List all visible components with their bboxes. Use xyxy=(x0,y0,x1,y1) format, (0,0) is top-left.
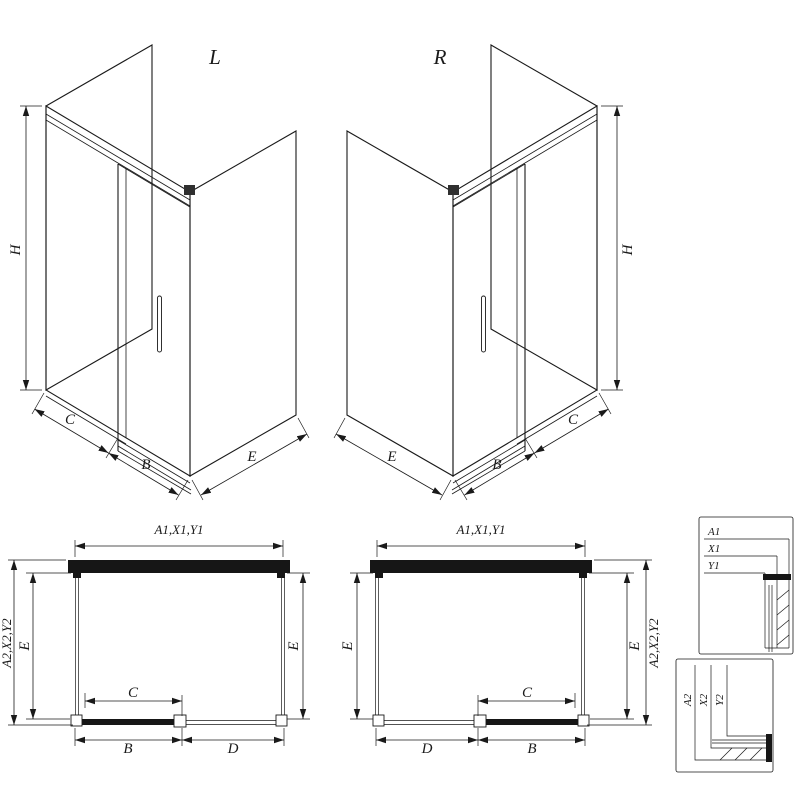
profile-cap xyxy=(766,734,772,762)
wall-profile-nub xyxy=(73,573,81,578)
sliding-door-plan xyxy=(75,719,182,725)
view-label-left: L xyxy=(208,45,221,69)
detail-box xyxy=(675,658,774,773)
rail-corner-cap xyxy=(184,185,195,195)
back-side-glass-panel xyxy=(45,44,153,391)
dimension-lines xyxy=(20,105,310,501)
detail-box xyxy=(698,516,794,655)
detail-label-a2: A2 xyxy=(682,693,694,707)
bottom-profile xyxy=(45,395,127,445)
iso-left-view: L H C B E xyxy=(8,44,310,501)
right-side-glass-panel xyxy=(189,130,297,477)
dim-label-fixed: D xyxy=(421,741,433,757)
plan-geometry-mirrored xyxy=(350,540,652,746)
plan-geometry xyxy=(8,540,310,746)
wall-profile-section xyxy=(712,734,772,762)
detail-label-y2: Y2 xyxy=(714,694,726,706)
dim-label-depth: A2,X2,Y2 xyxy=(0,618,14,669)
detail-depth-profile: A2 X2 Y2 xyxy=(675,658,774,773)
iso-right-view: R H E B C xyxy=(334,45,636,500)
door-overlap-bracket xyxy=(173,714,187,728)
dim-label-door: B xyxy=(141,457,150,473)
profile-cap xyxy=(763,574,791,580)
front-face-panel xyxy=(45,105,191,477)
iso-enclosure-geometry xyxy=(20,44,310,501)
dim-label-door: B xyxy=(123,741,132,757)
dim-label-side: E xyxy=(246,449,256,465)
dim-label-door: B xyxy=(492,457,501,473)
dim-label-width: A1,X1,Y1 xyxy=(455,522,505,537)
dim-label-door: B xyxy=(527,741,536,757)
dim-label-width: A1,X1,Y1 xyxy=(153,522,203,537)
dim-label-side-left: E xyxy=(17,641,33,651)
plan-dimension-lines xyxy=(8,540,310,746)
dim-door-line xyxy=(108,452,179,496)
plan-right-view: A1,X1,Y1 E E A2,X2,Y2 C D B xyxy=(340,522,661,757)
dim-label-side: E xyxy=(386,449,396,465)
top-rail xyxy=(45,113,195,207)
side-glass-panels xyxy=(75,573,285,716)
dim-label-fixed: C xyxy=(568,412,579,428)
wall-profile-section xyxy=(763,539,791,652)
corner-profile xyxy=(70,714,83,727)
dim-label-side-right: E xyxy=(286,641,302,651)
plan-left-view: A1,X1,Y1 A2,X2,Y2 E E C B D xyxy=(0,522,310,757)
dim-label-fixed: D xyxy=(227,741,239,757)
dim-side-line xyxy=(200,433,308,496)
dim-label-opening: C xyxy=(128,685,139,701)
door-handle xyxy=(157,295,162,353)
dim-fixed-line xyxy=(34,408,109,454)
dim-label-height: H xyxy=(8,243,24,256)
dim-label-fixed: C xyxy=(65,412,76,428)
view-label-right: R xyxy=(433,45,447,69)
corner-profile xyxy=(275,714,288,727)
detail-width-profile: A1 X1 Y1 xyxy=(698,516,794,655)
dim-label-height: H xyxy=(620,243,636,256)
wall-profile-nub xyxy=(277,573,285,578)
iso-enclosure-geometry-mirrored xyxy=(334,45,623,500)
detail-label-y1: Y1 xyxy=(708,560,720,572)
detail-label-x2: X2 xyxy=(698,693,710,707)
wall-profile-bar xyxy=(68,560,290,573)
dim-label-opening: C xyxy=(522,685,533,701)
detail-label-x1: X1 xyxy=(707,543,720,555)
sliding-door xyxy=(45,163,192,495)
detail-label-a1: A1 xyxy=(707,526,720,538)
dim-label-side-left: E xyxy=(340,641,356,651)
dim-label-depth: A2,X2,Y2 xyxy=(646,618,661,669)
dim-label-side-right: E xyxy=(627,641,643,651)
